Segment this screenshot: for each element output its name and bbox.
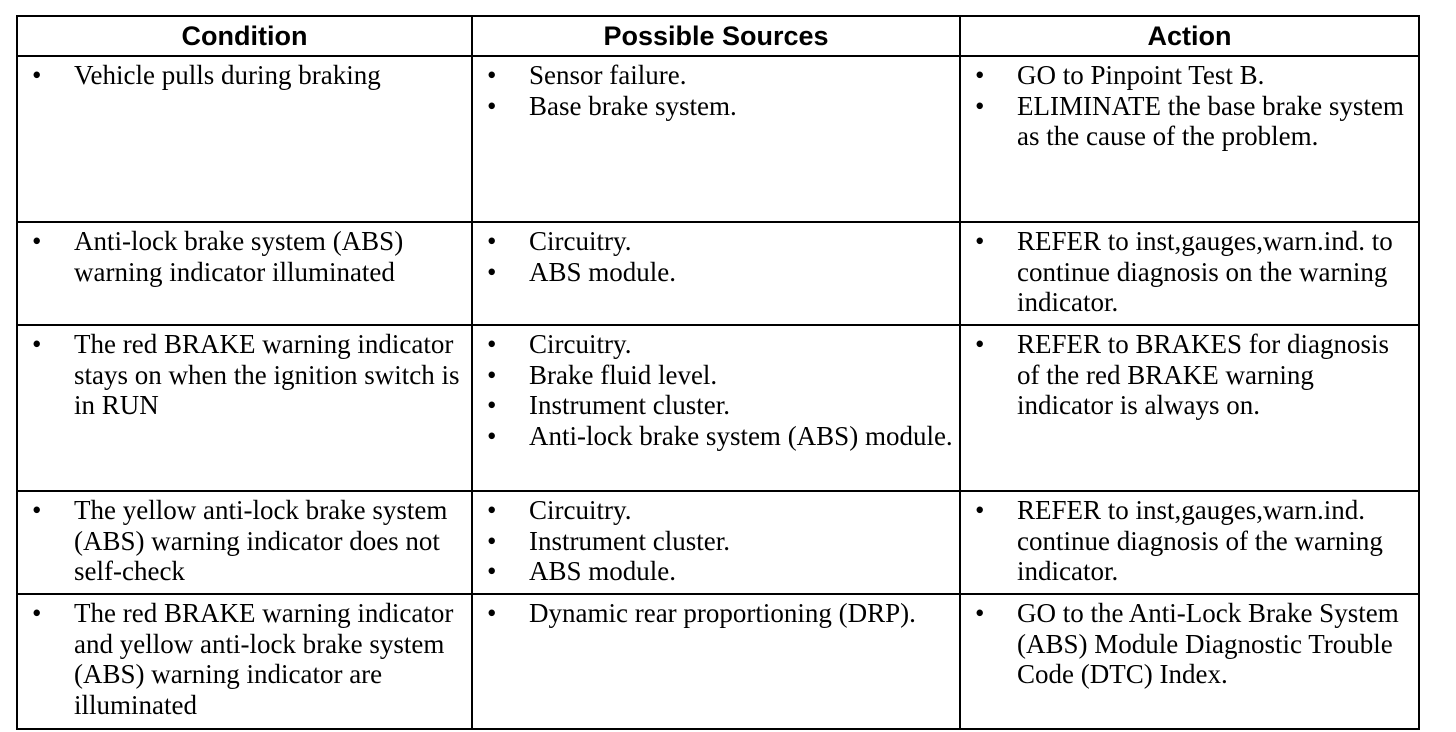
source-item: Anti-lock brake system (ABS) module. xyxy=(473,421,959,452)
condition-cell: The red BRAKE warning indicator stays on… xyxy=(16,324,473,492)
sources-cell: Circuitry. Instrument cluster. ABS modul… xyxy=(471,490,961,595)
action-item: REFER to inst,gauges,warn.ind. continue … xyxy=(961,495,1418,587)
action-item: REFER to BRAKES for diagnosis of the red… xyxy=(961,329,1418,421)
condition-cell: Anti-lock brake system (ABS) warning ind… xyxy=(16,221,473,326)
header-condition: Condition xyxy=(16,15,473,57)
sources-cell: Circuitry. ABS module. xyxy=(471,221,961,326)
table-row: The red BRAKE warning indicator stays on… xyxy=(16,324,1420,492)
action-cell: GO to Pinpoint Test B. ELIMINATE the bas… xyxy=(959,55,1420,223)
condition-cell: The red BRAKE warning indicator and yell… xyxy=(16,593,473,730)
action-item: GO to Pinpoint Test B. xyxy=(961,60,1418,91)
header-row: Condition Possible Sources Action xyxy=(16,15,1420,57)
source-item: Instrument cluster. xyxy=(473,526,959,557)
source-item: Circuitry. xyxy=(473,329,959,360)
condition-item: The red BRAKE warning indicator stays on… xyxy=(18,329,471,421)
source-item: ABS module. xyxy=(473,556,959,587)
sources-cell: Dynamic rear proportioning (DRP). xyxy=(471,593,961,730)
condition-cell: Vehicle pulls during braking xyxy=(16,55,473,223)
condition-item: The red BRAKE warning indicator and yell… xyxy=(18,598,471,720)
sources-cell: Sensor failure. Base brake system. xyxy=(471,55,961,223)
source-item: Circuitry. xyxy=(473,226,959,257)
table-row: The red BRAKE warning indicator and yell… xyxy=(16,593,1420,730)
condition-cell: The yellow anti-lock brake system (ABS) … xyxy=(16,490,473,595)
diagnosis-table: Condition Possible Sources Action Vehicl… xyxy=(16,15,1420,730)
source-item: Circuitry. xyxy=(473,495,959,526)
action-cell: GO to the Anti-Lock Brake System (ABS) M… xyxy=(959,593,1420,730)
action-item: GO to the Anti-Lock Brake System (ABS) M… xyxy=(961,598,1418,690)
source-item: ABS module. xyxy=(473,257,959,288)
table-row: Vehicle pulls during braking Sensor fail… xyxy=(16,55,1420,223)
source-item: Base brake system. xyxy=(473,91,959,122)
condition-item: Vehicle pulls during braking xyxy=(18,60,471,91)
action-cell: REFER to inst,gauges,warn.ind. continue … xyxy=(959,490,1420,595)
table-row: Anti-lock brake system (ABS) warning ind… xyxy=(16,221,1420,326)
sources-cell: Circuitry. Brake fluid level. Instrument… xyxy=(471,324,961,492)
source-item: Brake fluid level. xyxy=(473,360,959,391)
header-possible-sources: Possible Sources xyxy=(471,15,961,57)
condition-item: The yellow anti-lock brake system (ABS) … xyxy=(18,495,471,587)
source-item: Instrument cluster. xyxy=(473,390,959,421)
condition-item: Anti-lock brake system (ABS) warning ind… xyxy=(18,226,471,287)
header-action: Action xyxy=(959,15,1420,57)
action-cell: REFER to inst,gauges,warn.ind. to contin… xyxy=(959,221,1420,326)
source-item: Sensor failure. xyxy=(473,60,959,91)
table-row: The yellow anti-lock brake system (ABS) … xyxy=(16,490,1420,595)
action-item: ELIMINATE the base brake system as the c… xyxy=(961,91,1418,152)
action-item: REFER to inst,gauges,warn.ind. to contin… xyxy=(961,226,1418,318)
source-item: Dynamic rear proportioning (DRP). xyxy=(473,598,959,629)
action-cell: REFER to BRAKES for diagnosis of the red… xyxy=(959,324,1420,492)
